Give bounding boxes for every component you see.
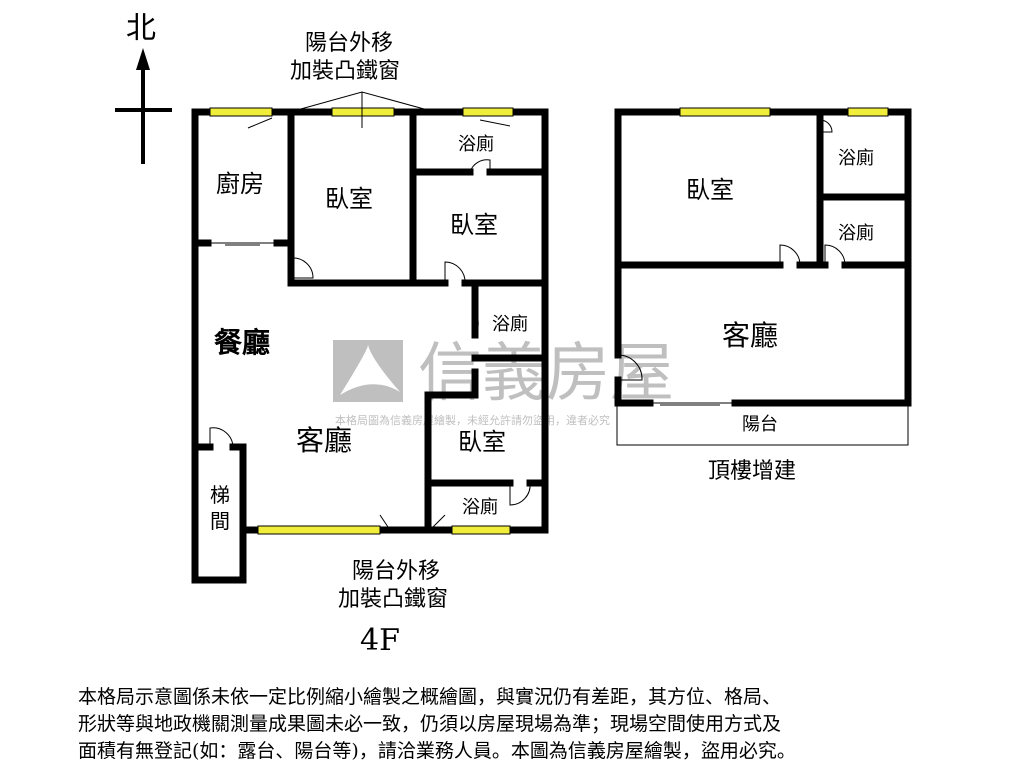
room-dining: 餐廳 <box>214 326 270 359</box>
roof-title: 頂樓增建 <box>708 459 796 484</box>
roof-room-balcony: 陽台 <box>742 414 778 435</box>
plan-roof-labels: 臥室 浴廁 浴廁 客廳 陽台 頂樓增建 <box>686 147 874 484</box>
room-bedroom-1: 臥室 <box>325 185 373 213</box>
plan-4f-walls <box>191 91 549 584</box>
roof-room-bedroom: 臥室 <box>686 176 734 204</box>
roof-room-bath-1: 浴廁 <box>838 147 874 169</box>
room-bedroom-2: 臥室 <box>450 211 498 239</box>
window-note-top-2: 加裝凸鐵窗 <box>290 59 400 84</box>
disclaimer-notes: 本格局示意圖係未依一定比例縮小繪製之概繪圖，與實況仍有差距，其方位、格局、 形狀… <box>78 684 978 765</box>
room-bedroom-3: 臥室 <box>458 428 506 456</box>
room-stairs-2: 間 <box>210 509 230 533</box>
room-bath-3: 浴廁 <box>462 496 498 518</box>
roof-room-living: 客廳 <box>722 319 778 352</box>
room-bath-1: 浴廁 <box>458 133 494 155</box>
note-line: 本格局示意圖係未依一定比例縮小繪製之概繪圖，與實況仍有差距，其方位、格局、 <box>78 686 782 708</box>
room-kitchen: 廚房 <box>216 170 264 198</box>
room-bath-2: 浴廁 <box>492 313 528 335</box>
north-arrow: 北 <box>115 11 172 164</box>
note-line: 面積有無登記(如：露台、陽台等)，請洽業務人員。本圖為信義房屋繪製，盜用必究。 <box>78 740 796 762</box>
room-living: 客廳 <box>296 424 352 457</box>
plan-4f-labels: 陽台外移 加裝凸鐵窗 廚房 臥室 臥室 浴廁 浴廁 餐廳 客廳 臥室 浴廁 梯 … <box>210 31 528 658</box>
plan-roof-walls <box>614 107 912 446</box>
watermark: 信義房屋 本格局圖為信義房屋繪製，未經允許請勿盜用，違者必究 <box>333 337 674 427</box>
window-note-bottom-2: 加裝凸鐵窗 <box>338 587 448 612</box>
watermark-notice: 本格局圖為信義房屋繪製，未經允許請勿盜用，違者必究 <box>335 413 610 427</box>
floor-label: 4F <box>360 623 400 658</box>
note-line: 形狀等與地政機關測量成果圖未必一致，仍須以房屋現場為準；現場空間使用方式及 <box>78 713 782 735</box>
roof-room-bath-2: 浴廁 <box>838 222 874 244</box>
room-stairs-1: 梯 <box>210 483 230 507</box>
window-note-bottom-1: 陽台外移 <box>352 559 440 584</box>
north-label: 北 <box>126 11 156 46</box>
window-note-top-1: 陽台外移 <box>305 31 393 56</box>
